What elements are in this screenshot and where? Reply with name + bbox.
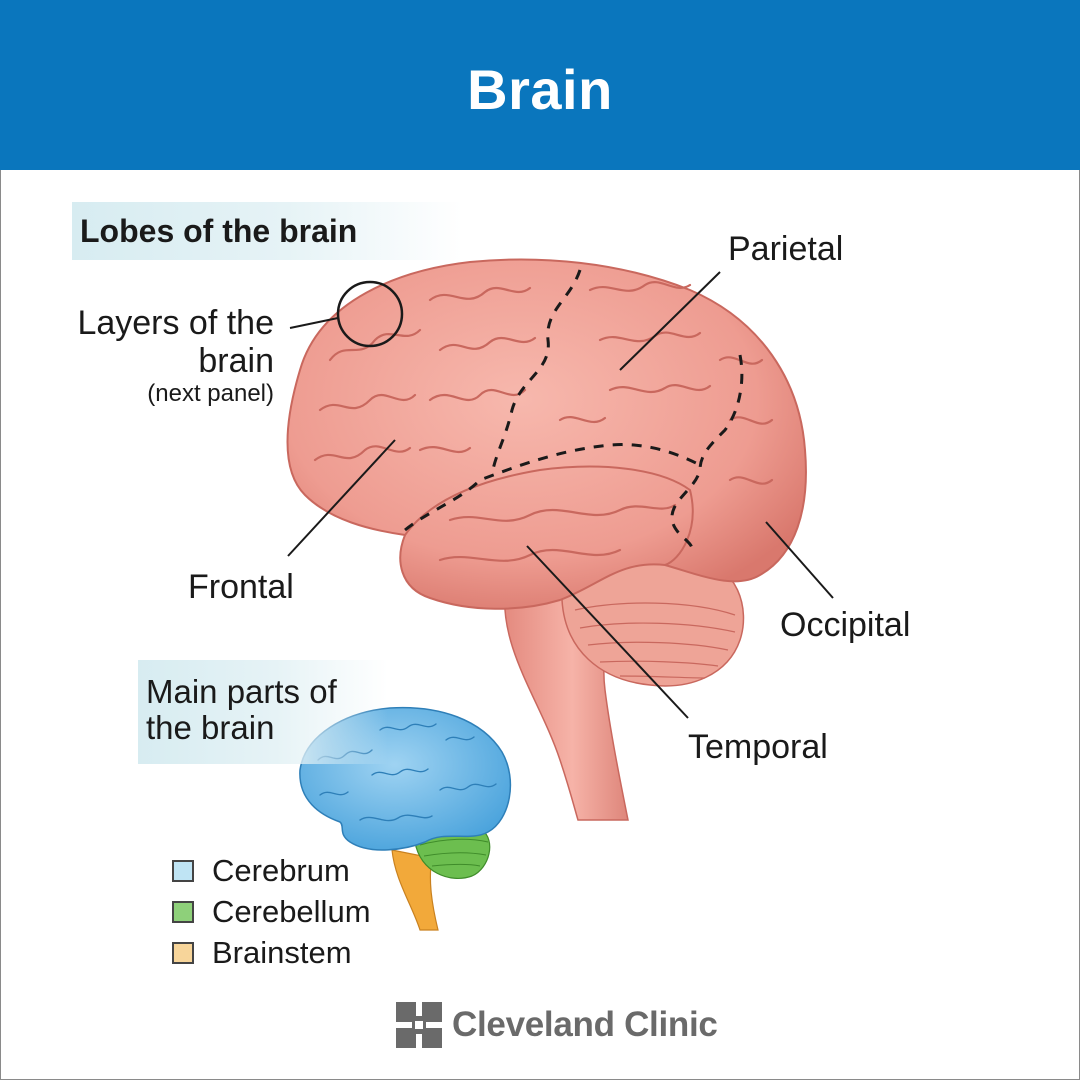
label-occipital: Occipital — [780, 606, 911, 644]
lobe-boundaries — [404, 269, 744, 549]
page-title: Brain — [467, 57, 613, 121]
layers-leader-line — [289, 317, 339, 329]
logo-text: Cleveland Clinic — [452, 1005, 718, 1044]
legend: Cerebrum Cerebellum Brainstem — [172, 850, 371, 973]
cerebellum-swatch — [172, 900, 194, 923]
label-frontal: Frontal — [188, 568, 294, 606]
legend-label: Brainstem — [212, 934, 352, 970]
occipital-leader-line — [765, 521, 834, 599]
legend-item-cerebellum: Cerebellum — [172, 891, 371, 932]
small-brainstem — [391, 849, 439, 931]
lobes-section-title: Lobes of the brain — [72, 202, 462, 260]
layers-highlight-circle — [336, 280, 404, 348]
legend-item-brainstem: Brainstem — [172, 932, 371, 973]
cleveland-clinic-logo: Cleveland Clinic — [396, 1000, 718, 1050]
label-next-panel-note: (next panel) — [147, 380, 274, 407]
cleveland-clinic-mark-icon — [396, 1002, 442, 1048]
parts-section-title: Main parts of the brain — [138, 660, 388, 764]
label-layers-of-the-brain: Layers of the brain — [77, 304, 274, 380]
gyri-folds — [313, 281, 774, 562]
legend-item-cerebrum: Cerebrum — [172, 850, 371, 891]
parietal-leader-line — [619, 271, 721, 371]
brainstem-swatch — [172, 941, 194, 964]
frontal-leader-line — [287, 439, 396, 557]
legend-label: Cerebellum — [212, 893, 371, 929]
cerebrum-swatch — [172, 859, 194, 882]
label-temporal: Temporal — [688, 728, 828, 766]
temporal-leader-line — [526, 545, 689, 719]
leader-lines — [287, 271, 834, 719]
cerebrum — [286, 258, 807, 610]
header-banner: Brain — [0, 0, 1080, 170]
legend-label: Cerebrum — [212, 852, 350, 888]
temporal-lobe-outline — [404, 465, 694, 566]
label-parietal: Parietal — [728, 230, 844, 268]
